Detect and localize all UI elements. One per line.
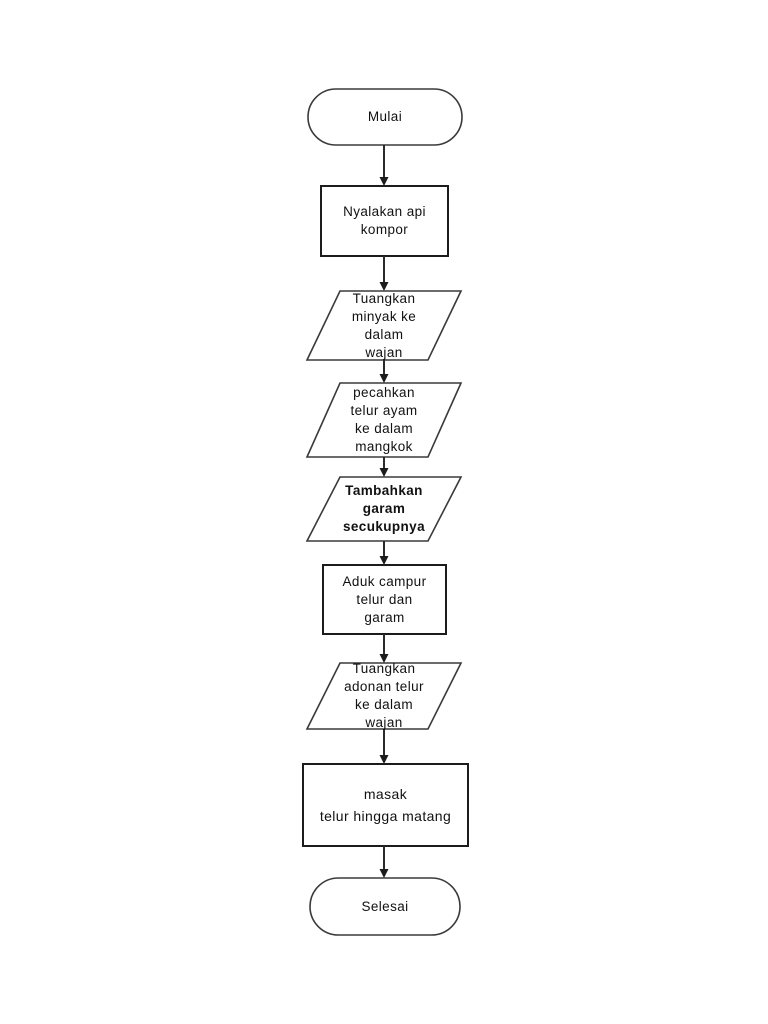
node-step-masak-telur-shape — [302, 763, 469, 847]
connector-c6-arrowhead-icon — [379, 654, 389, 663]
node-step-nyalakan-api-shape — [320, 185, 449, 257]
node-step-tambahkan-garam-shape — [305, 476, 463, 542]
connector-c5-arrowhead-icon — [379, 556, 389, 565]
node-step-aduk-campur-shape — [322, 564, 447, 635]
node-step-tuangkan-minyak-shape — [305, 290, 463, 361]
node-step-pecahkan-telur-shape — [305, 382, 463, 458]
node-step-tuangkan-adonan-shape — [305, 662, 463, 730]
connector-c2-arrowhead-icon — [379, 282, 389, 291]
connector-c8-arrowhead-icon — [379, 869, 389, 878]
connector-c1-arrowhead-icon — [379, 177, 389, 186]
node-end-shape — [309, 877, 461, 936]
connector-c3-arrowhead-icon — [379, 374, 389, 383]
connector-c7-arrowhead-icon — [379, 755, 389, 764]
connector-c4-arrowhead-icon — [379, 468, 389, 477]
node-start-shape — [307, 88, 463, 146]
